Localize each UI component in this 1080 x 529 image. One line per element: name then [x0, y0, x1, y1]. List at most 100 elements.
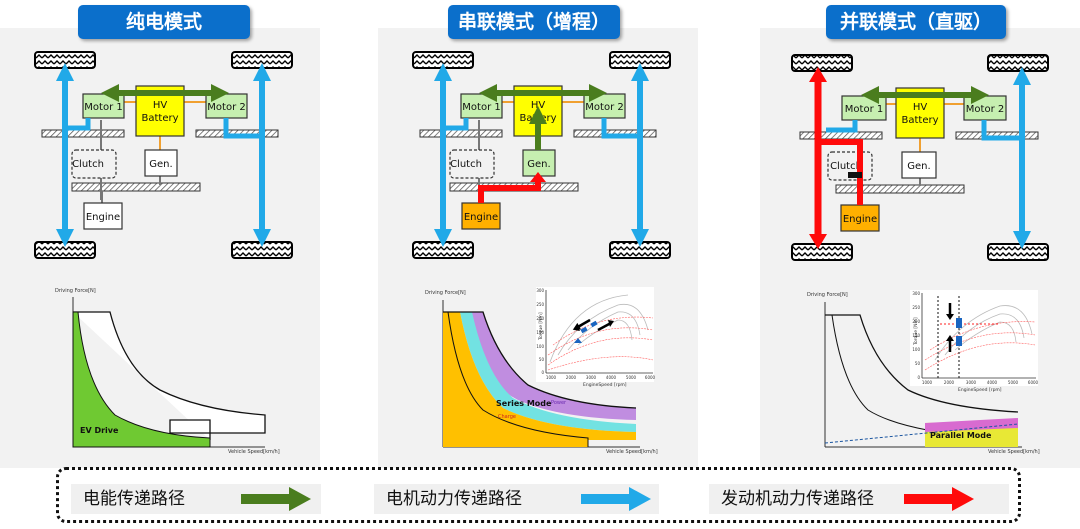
- svg-text:100: 100: [912, 347, 920, 352]
- gen-label: Gen.: [149, 159, 172, 170]
- clutch-label: Clutch: [830, 161, 862, 172]
- ev-drive-label: EV Drive: [80, 426, 119, 435]
- motor-path-arrow: [601, 118, 640, 139]
- svg-text:200: 200: [536, 316, 544, 321]
- green-arrow-icon: [241, 487, 311, 511]
- motor1-label: Motor 1: [462, 102, 500, 113]
- svg-text:200: 200: [912, 319, 920, 324]
- clutch-label: Clutch: [450, 159, 482, 170]
- blue-arrow-icon: [581, 487, 651, 511]
- svg-text:100: 100: [536, 344, 544, 349]
- motor1-label: Motor 1: [84, 102, 122, 113]
- legend-label-engine: 发动机动力传递路径: [721, 489, 874, 509]
- svg-text:3000: 3000: [966, 380, 977, 385]
- legend-label-electric: 电能传递路径: [83, 489, 185, 509]
- series-mode-label: Series Mode: [496, 399, 552, 408]
- motor2-label: Motor 2: [585, 102, 623, 113]
- title-ev: 纯电模式: [78, 5, 250, 39]
- svg-text:2000: 2000: [566, 375, 577, 380]
- chart-ylabel: Driving Force[N]: [807, 292, 848, 298]
- svg-text:6000: 6000: [1028, 380, 1039, 385]
- svg-text:300: 300: [912, 291, 920, 296]
- motor-path-arrow: [223, 118, 262, 139]
- battery-label-1: HV: [913, 102, 928, 113]
- chart-series: Driving Force[N] Series Mode Power Charg…: [425, 287, 658, 455]
- engine-label: Engine: [843, 214, 877, 225]
- engine-label: Engine: [86, 212, 120, 223]
- inset-xlabel: EngineSpeed [rpm]: [583, 382, 627, 388]
- engine-path-arrow: [820, 139, 863, 205]
- max-force-curve: [825, 314, 1019, 413]
- inset-ylabel: Torque [Nm]: [538, 312, 544, 341]
- svg-text:150: 150: [536, 330, 544, 335]
- charge-label: Charge: [498, 414, 516, 420]
- gen-box: [522, 149, 556, 177]
- inset-xticks: 1000 2000 3000 4000 5000 6000: [922, 380, 1039, 385]
- clutch-label: Clutch: [72, 159, 104, 170]
- red-arrow-icon: [904, 487, 974, 511]
- engine-box: [840, 204, 880, 232]
- motor1-label: Motor 1: [845, 104, 883, 115]
- inset-ylabel: Torque [Nm]: [913, 317, 919, 346]
- mid-area: [460, 312, 636, 432]
- battery-label-2: Battery: [141, 113, 178, 124]
- svg-text:1000: 1000: [546, 375, 557, 380]
- svg-text:4000: 4000: [987, 380, 998, 385]
- operating-point-arrow: [597, 321, 612, 332]
- chart-xlabel: Vehicle Speed[km/h]: [228, 449, 280, 455]
- max-force-curve: [443, 311, 637, 409]
- chart-ylabel: Driving Force[N]: [55, 288, 96, 294]
- battery-label-1: HV: [153, 100, 168, 111]
- inset-yticks: 0 50 100 150 200 250 300: [912, 291, 920, 380]
- svg-text:5000: 5000: [1008, 380, 1019, 385]
- inset-xticks: 1000 2000 3000 4000 5000 6000: [546, 375, 656, 380]
- inset-yticks: 0 50 100 150 200 250 300: [536, 288, 544, 375]
- svg-text:6000: 6000: [645, 375, 656, 380]
- legend-item-engine: 发动机动力传递路径: [709, 484, 1009, 514]
- max-force-curve: [73, 311, 266, 440]
- svg-text:2000: 2000: [944, 380, 955, 385]
- svg-text:1000: 1000: [922, 380, 933, 385]
- legend-box: 电能传递路径 电机动力传递路径 发动机动力传递路径: [56, 467, 1021, 523]
- title-series: 串联模式（增程）: [448, 5, 620, 39]
- svg-text:250: 250: [912, 305, 920, 310]
- engine-map-inset: [910, 290, 1038, 386]
- chart-xlabel: Vehicle Speed[km/h]: [988, 449, 1040, 455]
- gen-label: Gen.: [907, 161, 930, 172]
- ev-drive-area: [72, 311, 211, 448]
- motor2-label: Motor 2: [207, 102, 245, 113]
- gen-box: [144, 149, 178, 177]
- chart-xlabel: Vehicle Speed[km/h]: [606, 449, 658, 455]
- battery-label-2: Battery: [901, 115, 938, 126]
- chart-ev: Driving Force[N] EV Drive Vehicle Speed[…: [55, 288, 280, 455]
- svg-text:4000: 4000: [606, 375, 617, 380]
- operating-point-arrow: [572, 318, 591, 330]
- schematic-parallel: Motor 1 HV Battery Motor 2 Clutch Gen. E…: [791, 54, 1049, 261]
- engine-box: [461, 202, 501, 230]
- charge-area: [443, 312, 636, 447]
- svg-text:50: 50: [915, 361, 921, 366]
- chart-ylabel: Driving Force[N]: [425, 290, 466, 296]
- svg-text:5000: 5000: [626, 375, 637, 380]
- wheel-icon: [791, 54, 853, 72]
- legend-item-electric: 电能传递路径: [71, 484, 321, 514]
- svg-text:250: 250: [536, 302, 544, 307]
- engine-map-inset: [536, 287, 654, 382]
- svg-text:3000: 3000: [586, 375, 597, 380]
- battery-label-1: HV: [531, 100, 546, 111]
- svg-text:0: 0: [917, 375, 920, 380]
- chart-parallel: Driving Force[N] Parallel Mode Vehicle S…: [807, 290, 1040, 455]
- svg-text:150: 150: [912, 333, 920, 338]
- legend-label-motor: 电机动力传递路径: [386, 489, 522, 509]
- svg-text:50: 50: [539, 357, 545, 362]
- engine-box: [83, 202, 123, 230]
- gen-label: Gen.: [527, 159, 550, 170]
- parallel-mode-label: Parallel Mode: [930, 431, 992, 440]
- motor2-label: Motor 2: [966, 104, 1004, 115]
- wheel-icon: [791, 243, 853, 261]
- legend-item-motor: 电机动力传递路径: [374, 484, 659, 514]
- title-parallel: 并联模式（直驱）: [826, 5, 1006, 39]
- engine-path-arrow: [478, 180, 541, 203]
- engine-label: Engine: [464, 212, 498, 223]
- schematic-series: Motor 1 HV Battery Motor 2 Clutch Gen. E…: [412, 51, 671, 259]
